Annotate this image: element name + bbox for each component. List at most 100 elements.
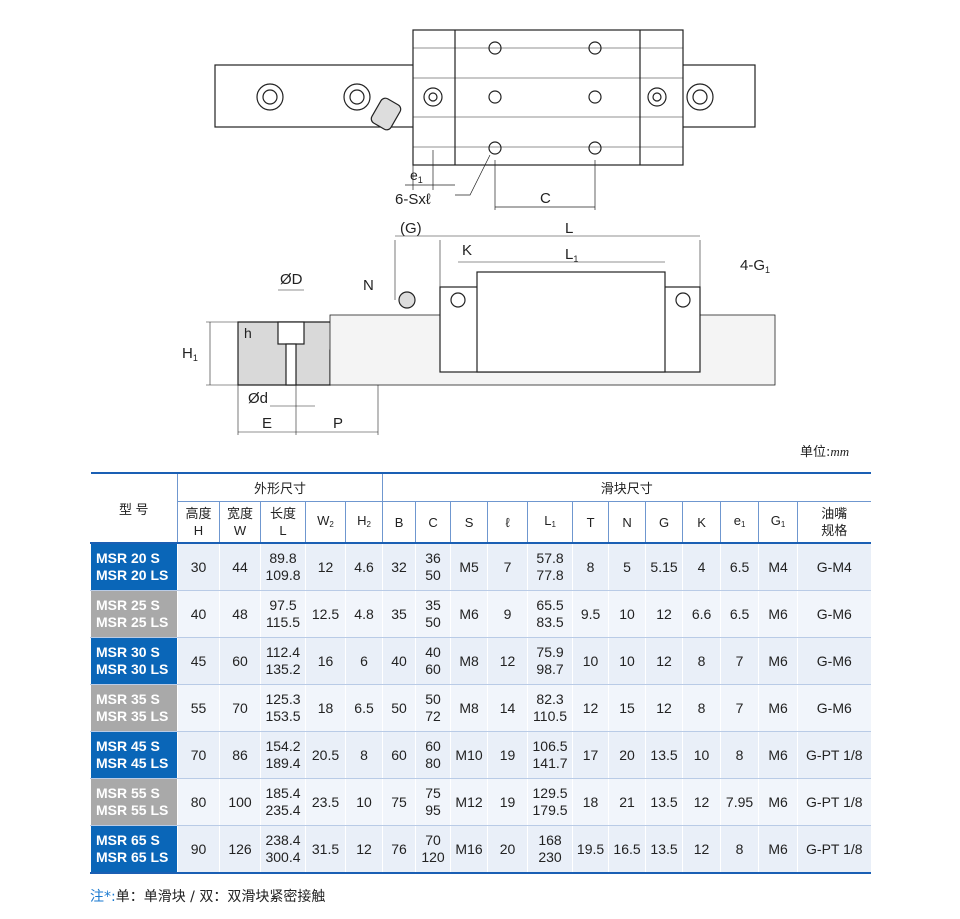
label-e1: e1 (410, 167, 423, 185)
cell-nipple: G-M6 (797, 637, 871, 685)
cell-H2: 8 (344, 731, 383, 779)
cell-S: M8 (450, 684, 488, 732)
cell-N: 20 (608, 731, 646, 779)
cell-H: 55 (177, 684, 220, 732)
cell-K: 6.6 (682, 590, 721, 638)
cell-S: M6 (450, 590, 488, 638)
header-model: 型 号 (90, 473, 178, 544)
cell-G1: M6 (758, 778, 798, 826)
label-K: K (462, 242, 472, 259)
cell-K: 4 (682, 543, 721, 591)
cell-G: 13.5 (645, 825, 683, 874)
cell-H2: 6.5 (344, 684, 383, 732)
cell-H: 70 (177, 731, 220, 779)
cell-l: 19 (487, 731, 528, 779)
label-E: E (262, 415, 272, 432)
label-D: ØD (280, 271, 303, 288)
column-header: K (682, 501, 721, 543)
block-top (412, 29, 684, 166)
cell-S: M12 (450, 778, 488, 826)
cell-K: 8 (682, 637, 721, 685)
cell-H: 45 (177, 637, 220, 685)
label-P: P (333, 415, 343, 432)
label-screw: 6-Sxℓ (395, 191, 431, 208)
cell-W2: 12 (305, 543, 346, 591)
cell-S: M16 (450, 825, 488, 874)
cell-T: 17 (572, 731, 609, 779)
cell-N: 5 (608, 543, 646, 591)
cell-l: 20 (487, 825, 528, 874)
cell-K: 8 (682, 684, 721, 732)
cell-H2: 4.8 (344, 590, 383, 638)
cell-H2: 12 (344, 825, 383, 874)
cell-e1: 7 (720, 684, 759, 732)
cell-l: 7 (487, 543, 528, 591)
cell-G1: M4 (758, 543, 798, 591)
header-group-outer: 外形尺寸 (176, 473, 383, 502)
column-header: C (415, 501, 451, 543)
cell-nipple: G-PT 1/8 (797, 731, 871, 779)
cell-H: 80 (177, 778, 220, 826)
cell-W: 44 (219, 543, 261, 591)
cell-W2: 31.5 (305, 825, 346, 874)
cell-nipple: G-M6 (797, 590, 871, 638)
header-group-block: 滑块尺寸 (382, 473, 871, 502)
cell-e1: 7.95 (720, 778, 759, 826)
label-L: L (565, 220, 573, 237)
unit-label: 单位:mm (800, 441, 849, 460)
cell-T: 12 (572, 684, 609, 732)
cell-N: 10 (608, 590, 646, 638)
cell-W: 48 (219, 590, 261, 638)
column-header: T (572, 501, 609, 543)
cell-W2: 18 (305, 684, 346, 732)
cell-nipple: G-PT 1/8 (797, 778, 871, 826)
cell-K: 12 (682, 825, 721, 874)
cell-W2: 12.5 (305, 590, 346, 638)
technical-drawing: e1 6-Sxℓ C (G) L K L1 N 4-G1 ØD h H1 Ød … (182, 29, 776, 435)
cell-T: 10 (572, 637, 609, 685)
label-d: Ød (248, 390, 268, 407)
unit-value: mm (830, 444, 850, 459)
label-H1: H1 (182, 345, 198, 363)
cell-G: 12 (645, 637, 683, 685)
cell-B: 32 (382, 543, 416, 591)
cell-T: 9.5 (572, 590, 609, 638)
cell-W: 86 (219, 731, 261, 779)
cell-B: 50 (382, 684, 416, 732)
cell-G: 13.5 (645, 778, 683, 826)
footnote: 注*:单：单滑块 / 双：双滑块紧密接触 (90, 886, 325, 906)
unit-text: 单位: (800, 445, 831, 460)
label-L1: L1 (565, 246, 578, 264)
cell-H2: 4.6 (344, 543, 383, 591)
grease-nipple-side-icon (398, 291, 416, 309)
cell-G1: M6 (758, 637, 798, 685)
column-header: ℓ (487, 501, 528, 543)
footnote-text: 单：单滑块 / 双：双滑块紧密接触 (115, 889, 326, 905)
cell-G1: M6 (758, 590, 798, 638)
